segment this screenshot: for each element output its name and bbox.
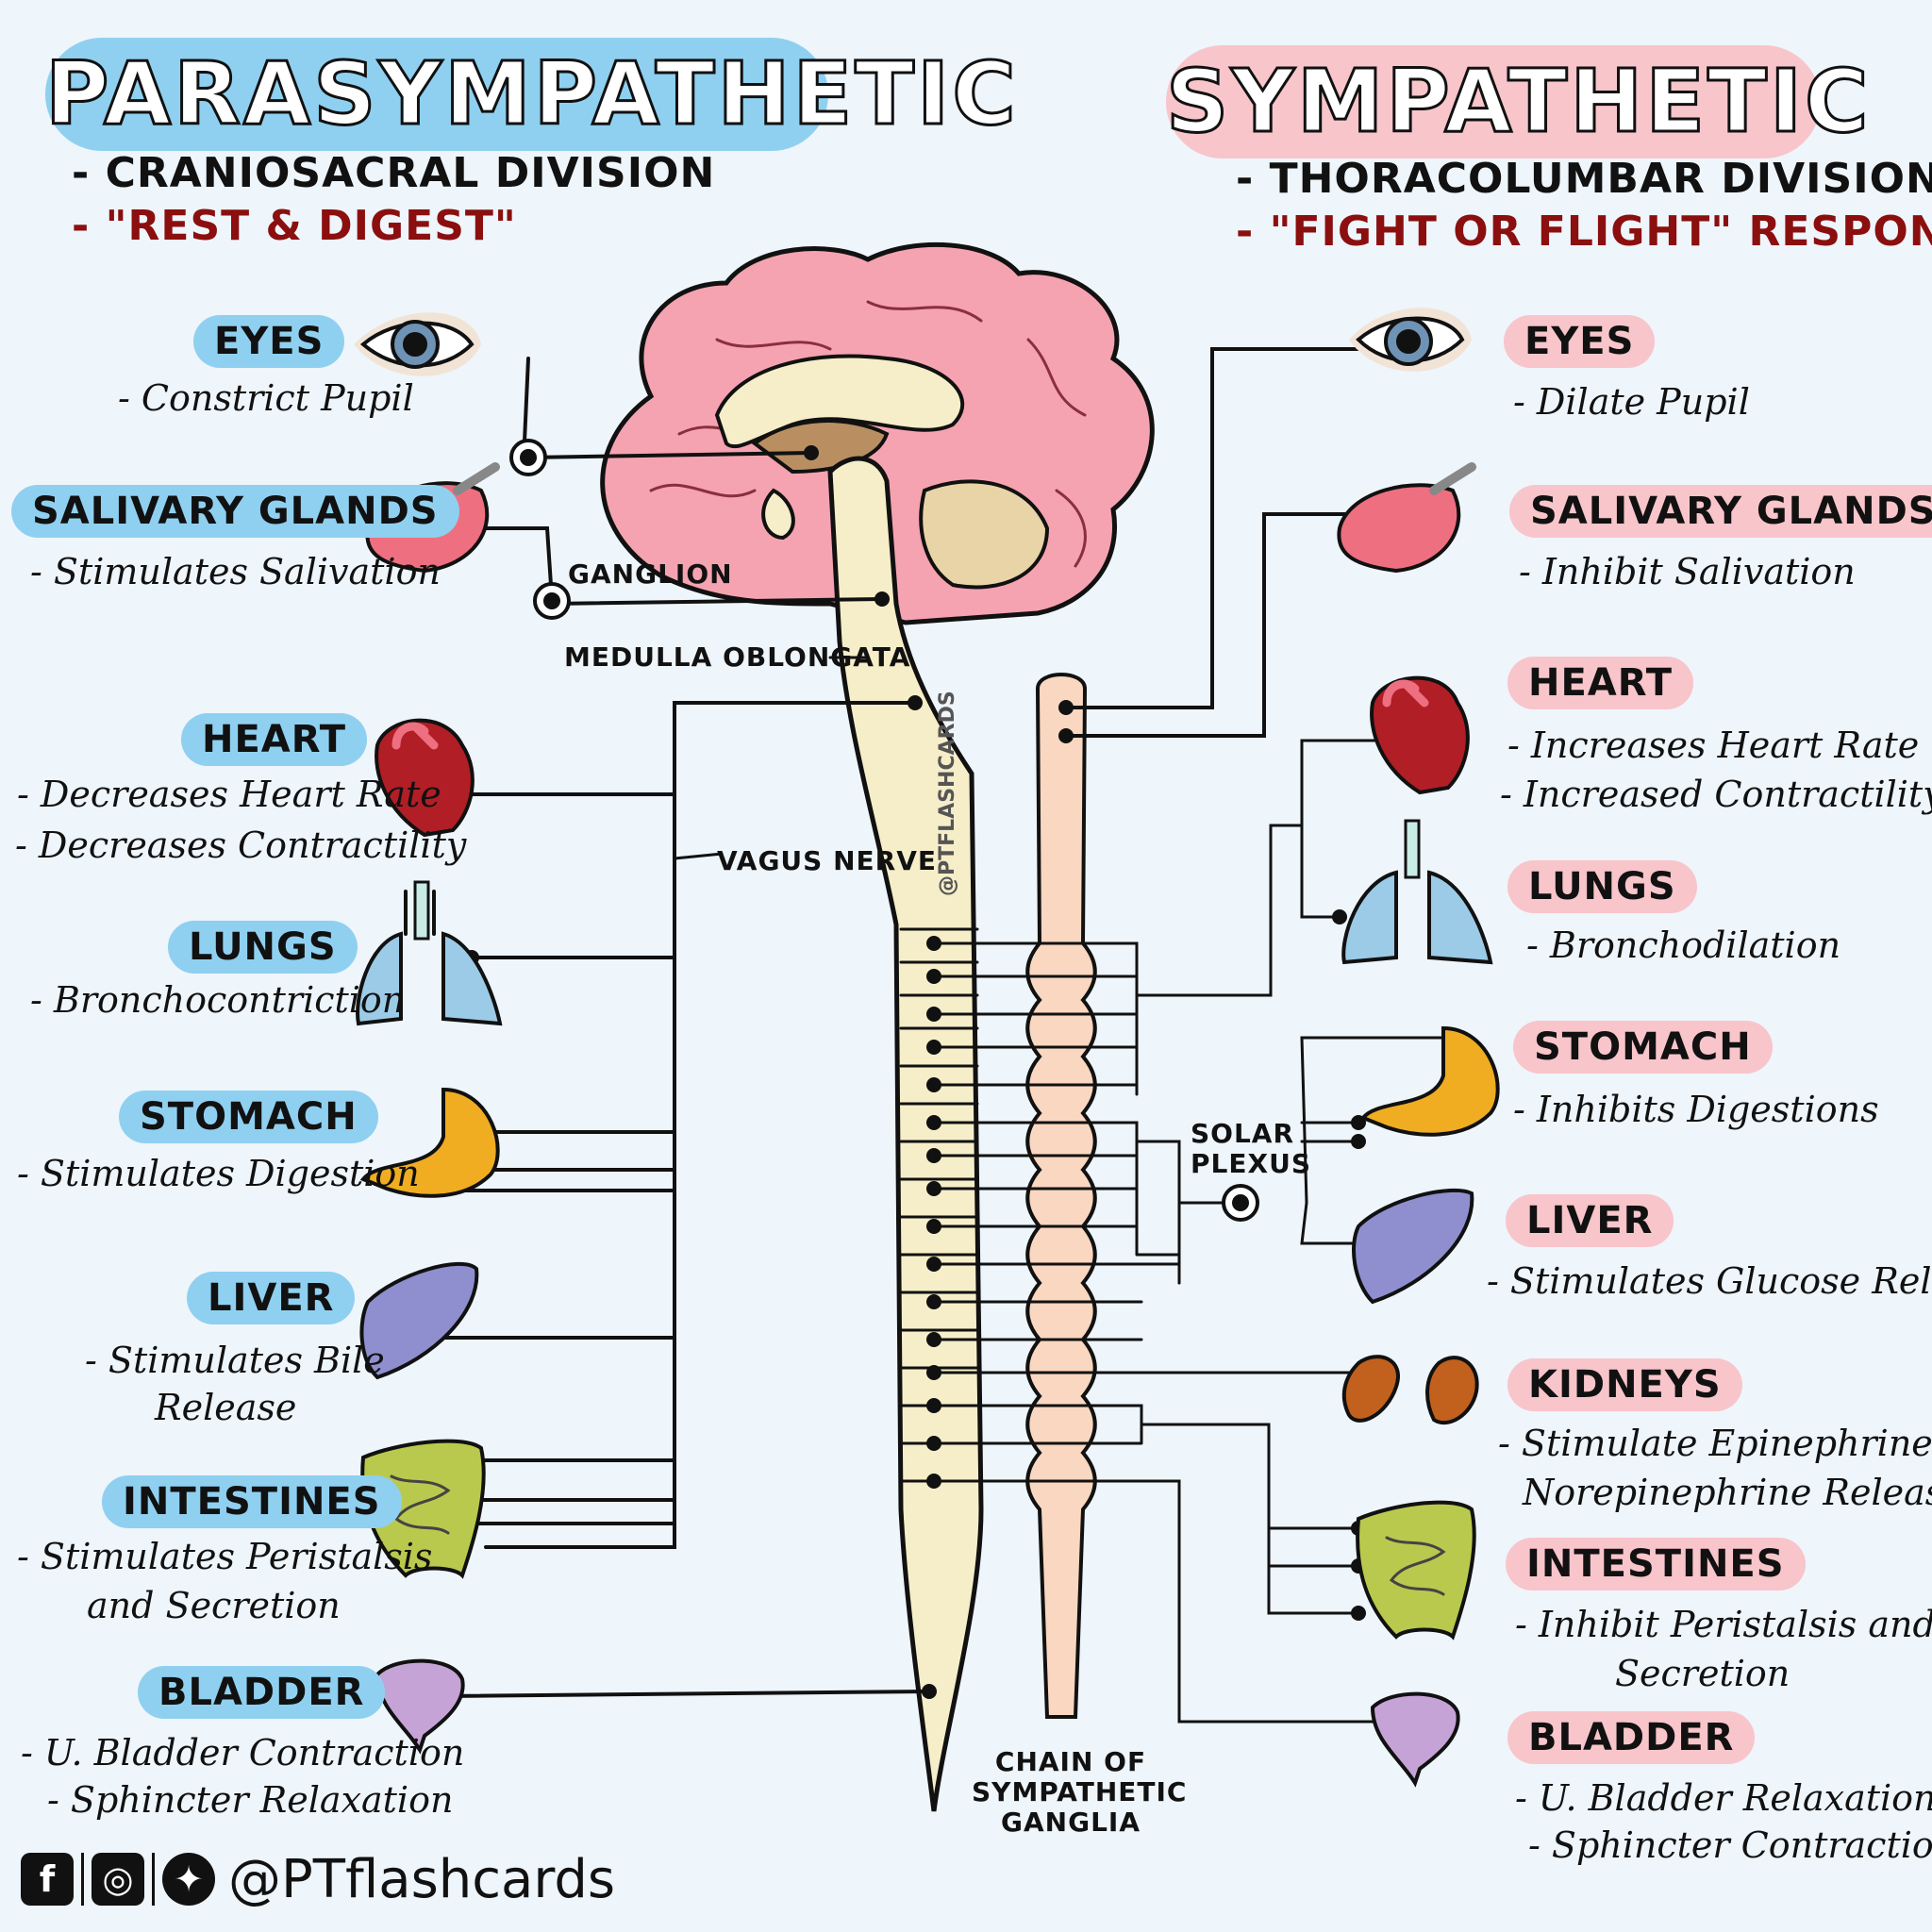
right-intestines-label: INTESTINES xyxy=(1506,1538,1806,1591)
right-heart-desc-1: - Increases Heart Rate xyxy=(1507,724,1920,766)
footer: f ◎ ✦ @PTflashcards xyxy=(21,1848,616,1910)
solar-plexus-line-1: SOLAR xyxy=(1191,1118,1295,1149)
left-stomach-label: STOMACH xyxy=(119,1091,378,1143)
instagram-icon[interactable]: ◎ xyxy=(92,1853,144,1906)
right-lungs-icon xyxy=(1341,819,1493,965)
left-salivary-label: SALIVARY GLANDS xyxy=(11,485,459,538)
left-eyes-label: EYES xyxy=(193,315,345,368)
right-eyes-label: EYES xyxy=(1504,315,1656,368)
right-liver-icon xyxy=(1352,1189,1474,1305)
right-lungs-desc: - Bronchodilation xyxy=(1526,924,1841,966)
solar-plexus-label: SOLAR PLEXUS xyxy=(1191,1118,1311,1179)
right-heart-label: HEART xyxy=(1507,657,1694,709)
right-bladder-desc-2: - Sphincter Contraction xyxy=(1528,1824,1932,1866)
right-salivary-label: SALIVARY GLANDS xyxy=(1509,485,1932,538)
right-eye-icon xyxy=(1349,308,1472,372)
right-kidneys-desc-1: - Stimulate Epinephrine and xyxy=(1498,1423,1932,1464)
left-heart-label: HEART xyxy=(181,713,368,766)
left-heart-desc-1: - Decreases Heart Rate xyxy=(17,774,441,815)
left-bladder-icon xyxy=(375,1658,465,1755)
right-bladder-label: BLADDER xyxy=(1507,1711,1756,1764)
chain-of-sympathetic-ganglia-label: CHAIN OF SYMPATHETIC GANGLIA xyxy=(972,1746,1188,1838)
right-stomach-icon xyxy=(1359,1025,1500,1137)
right-eyes-desc: - Dilate Pupil xyxy=(1513,381,1750,423)
left-eye-icon xyxy=(354,312,481,376)
right-intestines-desc-2: Secretion xyxy=(1615,1653,1790,1694)
left-bladder-desc-1: - U. Bladder Contraction xyxy=(21,1732,465,1774)
left-lungs-icon xyxy=(356,880,503,1026)
right-salivary-gland-icon xyxy=(1337,462,1476,574)
footer-divider xyxy=(152,1853,155,1906)
social-handle[interactable]: @PTflashcards xyxy=(228,1848,616,1910)
sympathetic-chain xyxy=(1025,673,1097,1719)
watermark-vertical: @PTFLASHCARDS xyxy=(936,691,959,896)
footer-divider xyxy=(81,1853,84,1906)
left-heart-desc-2: - Decreases Contractility xyxy=(15,824,467,866)
left-bladder-desc-2: - Sphincter Relaxation xyxy=(47,1779,454,1821)
left-heart-icon xyxy=(375,718,475,838)
brain-icon xyxy=(600,242,1155,625)
right-stomach-desc: - Inhibits Digestions xyxy=(1513,1089,1879,1130)
left-liver-desc-2: Release xyxy=(155,1387,297,1428)
chain-line-2: SYMPATHETIC xyxy=(972,1776,1188,1807)
right-salivary-desc: - Inhibit Salivation xyxy=(1519,551,1856,592)
twitter-icon[interactable]: ✦ xyxy=(162,1853,215,1906)
right-stomach-label: STOMACH xyxy=(1513,1021,1773,1074)
ganglion-label: GANGLION xyxy=(568,558,733,590)
left-intestines-label: INTESTINES xyxy=(102,1475,402,1528)
right-heart-desc-2: - Increased Contractility xyxy=(1500,774,1932,815)
sympathetic-subtitle-division: - THORACOLUMBAR DIVISION xyxy=(1236,155,1932,203)
right-bladder-desc-1: - U. Bladder Relaxation xyxy=(1515,1777,1932,1819)
right-lungs-label: LUNGS xyxy=(1507,860,1697,913)
left-liver-icon xyxy=(359,1261,479,1380)
right-bladder-icon xyxy=(1370,1691,1460,1788)
right-kidneys-desc-2: Norepinephrine Release xyxy=(1523,1472,1932,1513)
right-liver-desc: - Stimulates Glucose Release xyxy=(1487,1260,1932,1302)
right-kidneys-label: KIDNEYS xyxy=(1507,1358,1742,1411)
left-intestines-desc-1: - Stimulates Peristalsis xyxy=(17,1536,433,1577)
right-intestines-desc-1: - Inhibit Peristalsis and xyxy=(1515,1604,1932,1645)
sympathetic-subtitle-response: - "FIGHT OR FLIGHT" RESPONSE xyxy=(1236,208,1932,256)
left-liver-label: LIVER xyxy=(187,1272,356,1324)
spinal-cord xyxy=(827,456,984,1812)
left-eyes-desc: - Constrict Pupil xyxy=(118,377,414,419)
left-intestines-desc-2: and Secretion xyxy=(87,1585,341,1626)
left-stomach-desc: - Stimulates Digestion xyxy=(17,1153,420,1194)
left-lungs-label: LUNGS xyxy=(168,921,358,974)
chain-line-1: CHAIN OF xyxy=(994,1746,1147,1777)
sympathetic-title: SYMPATHETIC xyxy=(1165,45,1870,158)
facebook-icon[interactable]: f xyxy=(21,1853,74,1906)
solar-plexus-line-2: PLEXUS xyxy=(1191,1148,1311,1179)
left-salivary-desc: - Stimulates Salivation xyxy=(30,551,441,592)
parasympathetic-subtitle-division: - CRANIOSACRAL DIVISION xyxy=(72,149,716,197)
chain-line-3: GANGLIA xyxy=(1001,1807,1141,1838)
left-stomach-icon xyxy=(359,1087,500,1198)
left-bladder-label: BLADDER xyxy=(138,1666,386,1719)
left-lungs-desc: - Bronchocontriction xyxy=(30,979,406,1021)
medulla-oblongata-label: MEDULLA OBLONGATA xyxy=(564,641,911,673)
right-kidneys-icon xyxy=(1341,1355,1479,1425)
right-heart-icon xyxy=(1370,675,1470,795)
right-liver-label: LIVER xyxy=(1506,1194,1674,1247)
right-intestines-icon xyxy=(1356,1500,1476,1641)
left-intestines-icon xyxy=(360,1439,486,1579)
parasympathetic-title: PARASYMPATHETIC xyxy=(44,38,1017,151)
left-liver-desc-1: - Stimulates Bile xyxy=(85,1340,385,1381)
parasympathetic-subtitle-response: - "REST & DIGEST" xyxy=(72,202,517,250)
vagus-nerve-label: VAGUS NERVE xyxy=(717,845,937,876)
